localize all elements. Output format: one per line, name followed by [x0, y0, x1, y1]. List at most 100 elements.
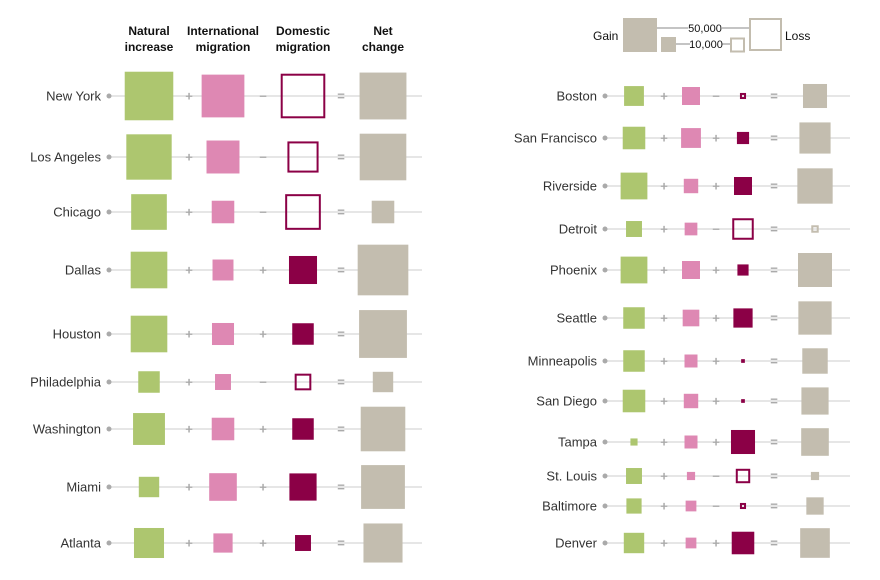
natural-square-detroit: [626, 221, 642, 237]
natural-square-houston: [130, 315, 168, 353]
international-square-san-diego: [683, 393, 699, 409]
domestic-square-denver: [731, 531, 755, 555]
row-dot-minneapolis: [602, 358, 608, 364]
header-natural-line2: increase: [125, 40, 174, 54]
legend-scale-10k: 10,000: [689, 39, 723, 51]
operator-plus-san-francisco: +: [712, 131, 720, 146]
operator-plus-dallas: +: [259, 263, 267, 278]
row-dot-tampa: [602, 439, 608, 445]
row-dot-san-francisco: [602, 135, 608, 141]
operator-equals-phoenix: =: [770, 263, 778, 278]
domestic-square-baltimore: [739, 502, 747, 510]
international-square-detroit: [684, 222, 698, 236]
net-square-new-york: [359, 72, 407, 120]
international-square-new-york: [201, 74, 245, 118]
net-square-san-francisco: [799, 122, 831, 154]
legend-loss-big-square: [749, 18, 782, 51]
operator-plus-los-angeles: +: [185, 150, 193, 165]
international-square-miami: [209, 473, 237, 501]
operator-equals-chicago: =: [337, 205, 345, 220]
natural-square-dallas: [130, 251, 168, 289]
natural-square-san-diego: [622, 389, 646, 413]
net-square-atlanta: [363, 523, 403, 563]
domestic-square-miami: [289, 473, 317, 501]
metro-label-philadelphia: Philadelphia: [30, 375, 102, 390]
international-square-atlanta: [213, 533, 233, 553]
natural-square-baltimore: [626, 498, 642, 514]
operator-plus-tampa: +: [660, 435, 668, 450]
domestic-square-riverside: [734, 177, 752, 195]
metro-label-phoenix: Phoenix: [550, 263, 597, 278]
operator-equals-new-york: =: [337, 89, 345, 104]
operator-plus-philadelphia: +: [185, 375, 193, 390]
net-square-phoenix: [798, 253, 832, 287]
net-square-baltimore: [806, 497, 824, 515]
international-square-boston: [682, 87, 700, 105]
operator-plus-atlanta: +: [185, 536, 193, 551]
operator-equals-boston: =: [770, 89, 778, 104]
operator-plus-minneapolis: +: [712, 354, 720, 369]
operator-plus-san-diego: +: [660, 394, 668, 409]
international-square-dallas: [212, 259, 234, 281]
header-international-line2: migration: [196, 40, 251, 54]
row-dot-phoenix: [602, 267, 608, 273]
operator-plus-phoenix: +: [660, 263, 668, 278]
row-dot-boston: [602, 93, 608, 99]
legend-gain-big-square: [623, 18, 657, 52]
domestic-square-san-diego: [741, 399, 745, 403]
operator-plus-riverside: +: [660, 179, 668, 194]
natural-square-san-francisco: [622, 126, 646, 150]
header-domestic-line2: migration: [276, 40, 331, 54]
operator-equals-detroit: =: [770, 222, 778, 237]
net-square-seattle: [798, 301, 832, 335]
domestic-square-minneapolis: [741, 359, 745, 363]
header-net-line2: change: [362, 40, 404, 54]
net-square-chicago: [371, 200, 395, 224]
operator-plus-dallas: +: [185, 263, 193, 278]
metro-label-miami: Miami: [66, 480, 101, 495]
operator-plus-san-diego: +: [712, 394, 720, 409]
natural-square-tampa: [630, 438, 638, 446]
operator-plus-atlanta: +: [259, 536, 267, 551]
metro-label-st-louis: St. Louis: [546, 469, 597, 484]
net-square-st-louis: [810, 471, 820, 481]
metro-label-san-francisco: San Francisco: [514, 131, 597, 146]
operator-equals-san-diego: =: [770, 394, 778, 409]
operator-minus-los-angeles: −: [259, 150, 267, 165]
operator-plus-minneapolis: +: [660, 354, 668, 369]
international-square-phoenix: [682, 261, 700, 279]
operator-minus-st-louis: −: [712, 469, 720, 484]
operator-equals-san-francisco: =: [770, 131, 778, 146]
net-square-boston: [802, 83, 828, 109]
domestic-square-phoenix: [737, 264, 749, 276]
operator-plus-washington: +: [259, 422, 267, 437]
metro-label-seattle: Seattle: [557, 311, 597, 326]
net-square-los-angeles: [359, 133, 407, 181]
operator-plus-denver: +: [712, 536, 720, 551]
net-square-houston: [359, 310, 407, 358]
international-square-seattle: [682, 309, 700, 327]
international-square-baltimore: [685, 500, 697, 512]
row-dot-baltimore: [602, 503, 608, 509]
natural-square-chicago: [131, 194, 167, 230]
metro-label-baltimore: Baltimore: [542, 499, 597, 514]
domestic-square-chicago: [285, 194, 321, 230]
metro-label-new-york: New York: [46, 89, 101, 104]
metro-label-los-angeles: Los Angeles: [30, 150, 101, 165]
operator-plus-detroit: +: [660, 222, 668, 237]
operator-plus-miami: +: [185, 480, 193, 495]
natural-square-st-louis: [626, 468, 642, 484]
natural-square-riverside: [620, 172, 648, 200]
natural-square-seattle: [623, 307, 645, 329]
row-dot-detroit: [602, 226, 608, 232]
legend-gain-label: Gain: [593, 29, 618, 43]
operator-equals-tampa: =: [770, 435, 778, 450]
operator-plus-houston: +: [185, 327, 193, 342]
domestic-square-washington: [292, 418, 314, 440]
operator-equals-baltimore: =: [770, 499, 778, 514]
domestic-square-boston: [739, 92, 747, 100]
row-dot-washington: [106, 426, 112, 432]
operator-equals-seattle: =: [770, 311, 778, 326]
international-square-tampa: [684, 435, 698, 449]
